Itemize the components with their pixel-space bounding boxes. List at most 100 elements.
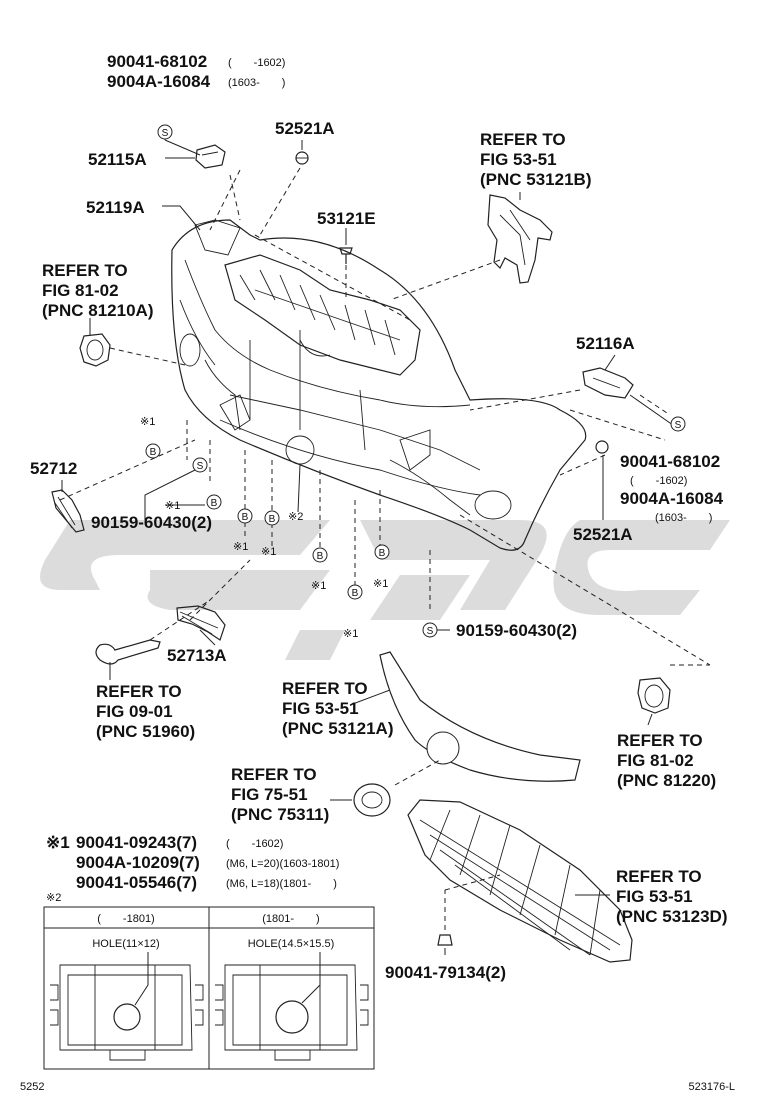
part-90041-68102: 90041-68102 — [620, 452, 720, 471]
hole-size-label: HOLE(11×12) — [92, 938, 159, 950]
ref1-mark: ※1 — [233, 541, 248, 553]
part-note: (1603- ) — [228, 77, 285, 89]
nut-52521A-right — [595, 440, 609, 454]
part-9004A-16084: 9004A-16084 — [620, 489, 724, 508]
ref2-mark: ※2 — [288, 511, 303, 523]
ref1-markers: ※1 ※1 ※1 ※1 ※1 ※1 ※1 ※2 — [140, 416, 388, 640]
refer-line: REFER TO — [231, 765, 317, 784]
clip-52116A — [582, 367, 634, 399]
legend-part: 90041-05546(7) — [76, 873, 197, 892]
ref1-mark: ※1 — [261, 546, 276, 558]
ref1-mark: ※1 — [311, 580, 326, 592]
refer-line: REFER TO — [96, 682, 182, 701]
b-marker: B — [242, 512, 249, 523]
hole-drawing-right — [215, 952, 369, 1061]
table-header: ( -1801) — [97, 913, 154, 925]
clip-52115A — [195, 144, 226, 169]
b-marker: B — [317, 551, 324, 562]
refer-line: (PNC 53121B) — [480, 170, 592, 189]
refer-line: REFER TO — [42, 261, 128, 280]
lower-grille-53123D — [407, 799, 633, 963]
part-52713A: 52713A — [167, 646, 227, 665]
part-52119A: 52119A — [86, 198, 145, 217]
part-52712: 52712 — [30, 459, 77, 478]
part-90041-68102: 90041-68102 — [107, 52, 207, 71]
legend-mark: ※2 — [46, 892, 61, 904]
part-52521A: 52521A — [275, 119, 335, 138]
s-marker: S — [197, 461, 204, 472]
part-9004A-16084: 9004A-16084 — [107, 72, 211, 91]
part-53121E: 53121E — [317, 209, 376, 228]
ref1-mark: ※1 — [140, 416, 155, 428]
refer-line: (PNC 75311) — [231, 805, 329, 824]
fog-light-right — [637, 677, 671, 714]
ref1-mark: ※1 — [343, 628, 358, 640]
towing-hook — [95, 639, 161, 665]
s-marker: S — [675, 420, 682, 431]
upper-grille-53121A — [379, 651, 581, 782]
legend-note: (M6, L=18)(1801- ) — [226, 878, 337, 890]
legend-ref1: ※1 90041-09243(7) ( -1602) 9004A-10209(7… — [46, 833, 339, 904]
refer-line: FIG 81-02 — [617, 751, 694, 770]
legend-note: ( -1602) — [226, 838, 283, 850]
diagram-id: 523176-L — [689, 1081, 736, 1093]
b-marker: B — [269, 514, 276, 525]
upper-retainer — [224, 254, 421, 376]
legend-note: (M6, L=20)(1603-1801) — [226, 858, 339, 870]
b-marker: B — [150, 447, 157, 458]
leader-lines — [61, 126, 681, 955]
emblem-75311 — [353, 783, 391, 817]
part-note: (1603- ) — [655, 512, 712, 524]
ref1-mark: ※1 — [373, 578, 388, 590]
watermark-logo — [40, 520, 730, 660]
bumper-cover — [171, 219, 587, 551]
hole-table: ( -1801) (1801- ) HOLE(11×12) HOLE(14.5×… — [43, 906, 375, 1070]
ref1-mark: ※1 — [165, 500, 180, 512]
fog-light-left — [79, 333, 111, 367]
nut-52521A-top — [295, 151, 309, 165]
hole-drawing-left — [50, 952, 204, 1061]
refer-labels: REFER TO FIG 53-51 (PNC 53121B) REFER TO… — [42, 130, 728, 926]
part-52115A: 52115A — [88, 150, 147, 169]
legend-mark: ※1 — [46, 833, 70, 852]
hole-size-label: HOLE(14.5×15.5) — [248, 938, 335, 950]
part-52116A: 52116A — [576, 334, 635, 353]
part-90159-60430: 90159-60430(2) — [456, 621, 577, 640]
s-marker: S — [162, 128, 169, 139]
garnish-52713A — [176, 605, 226, 641]
refer-line: FIG 75-51 — [231, 785, 308, 804]
s-b-markers: S S S S B B B B B B B — [145, 124, 686, 638]
garnish-52712 — [51, 489, 85, 533]
clip-90041-79134 — [437, 934, 453, 946]
refer-line: (PNC 53123D) — [616, 907, 728, 926]
refer-line: FIG 53-51 — [616, 887, 693, 906]
b-marker: B — [379, 548, 386, 559]
part-note: ( -1602) — [228, 57, 285, 69]
s-marker: S — [427, 626, 434, 637]
refer-line: REFER TO — [617, 731, 703, 750]
page-code: 5252 — [20, 1081, 44, 1093]
part-note: ( -1602) — [630, 475, 687, 487]
refer-line: FIG 09-01 — [96, 702, 173, 721]
bracket-53121B — [487, 194, 553, 284]
b-marker: B — [211, 498, 218, 509]
refer-line: FIG 81-02 — [42, 281, 119, 300]
refer-line: FIG 53-51 — [282, 699, 359, 718]
refer-line: FIG 53-51 — [480, 150, 557, 169]
assembly-lines — [59, 167, 711, 930]
screw-53121E — [339, 247, 353, 264]
refer-line: REFER TO — [282, 679, 368, 698]
part-labels: 90041-68102 ( -1602) 9004A-16084 (1603- … — [30, 52, 724, 982]
refer-line: REFER TO — [480, 130, 566, 149]
refer-line: (PNC 81220) — [617, 771, 716, 790]
part-52521A: 52521A — [573, 525, 633, 544]
b-marker: B — [352, 588, 359, 599]
refer-line: (PNC 51960) — [96, 722, 195, 741]
table-header: (1801- ) — [262, 913, 319, 925]
part-90041-79134: 90041-79134(2) — [385, 963, 506, 982]
refer-line: REFER TO — [616, 867, 702, 886]
legend-part: 9004A-10209(7) — [76, 853, 200, 872]
part-90159-60430: 90159-60430(2) — [91, 513, 212, 532]
refer-line: (PNC 81210A) — [42, 301, 154, 320]
